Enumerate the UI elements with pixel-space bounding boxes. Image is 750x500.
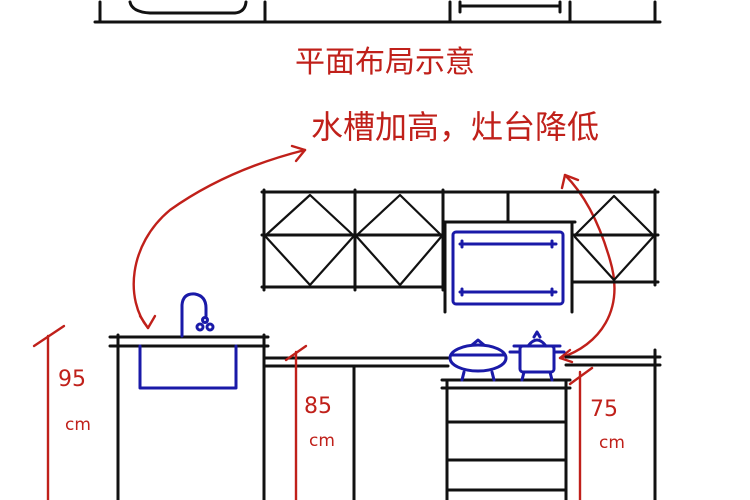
dimension-sink-height: 95 cm <box>32 324 91 500</box>
dimension-stove-height: 75 cm <box>568 366 625 500</box>
sink-raise-arrow <box>132 144 307 330</box>
standard-height-value: 85 <box>304 394 332 419</box>
stock-pot-icon <box>508 330 566 382</box>
wok-icon <box>448 338 508 382</box>
stove-lower-arrow <box>558 173 616 364</box>
plan-title-note: 平面布局示意 <box>295 45 475 80</box>
adjustment-note: 水槽加高，灶台降低 <box>311 108 599 146</box>
stove-height-value: 75 <box>590 397 618 422</box>
sink-height-unit: cm <box>65 415 91 435</box>
range-hood <box>451 230 565 306</box>
upper-cabinets <box>260 188 660 314</box>
base-cabinets <box>108 333 662 500</box>
sink-icon <box>138 292 238 390</box>
standard-height-unit: cm <box>309 431 335 451</box>
plan-view-fragment <box>93 0 662 24</box>
dimension-standard-height: 85 cm <box>284 344 335 500</box>
sink-height-value: 95 <box>58 367 86 392</box>
stove-height-unit: cm <box>599 433 625 453</box>
